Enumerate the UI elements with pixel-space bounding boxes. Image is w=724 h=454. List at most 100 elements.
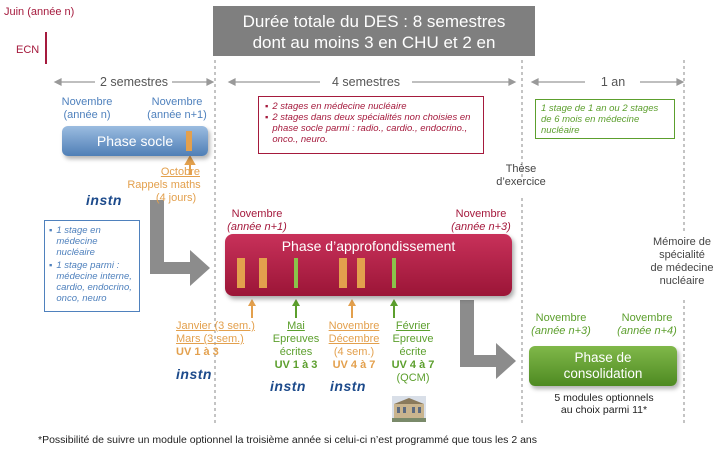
- ue-col-2: Mai Epreuves écrites UV 1 à 3: [266, 320, 326, 372]
- appro-marker-2: [259, 258, 267, 288]
- ue-col1-line-1: Janvier (3 sem.): [176, 320, 255, 332]
- appro-start-line-2: (année n+1): [227, 221, 287, 233]
- socle-end-line-2: (année n+1): [147, 109, 207, 121]
- socle-end-line-1: Novembre: [151, 96, 203, 108]
- these-line-1: Thèse: [505, 163, 537, 175]
- appro-end-line-1: Novembre: [455, 208, 507, 220]
- appro-start-line-1: Novembre: [231, 208, 283, 220]
- flow-arrow-2: [460, 300, 516, 379]
- conso-end-line-1: Novembre: [621, 312, 673, 324]
- rappels-label: Rappels maths: [127, 179, 201, 191]
- socle-stages-box: ▪1 stage en médecine nucléaire ▪1 stage …: [44, 220, 140, 312]
- memoire-specialite: Mémoire de spécialité de médecine nucléa…: [640, 236, 724, 288]
- ue-col2-line-3: écrites: [279, 346, 313, 358]
- period1-arrow-left: [53, 78, 62, 86]
- socle-stage-item-2: ▪1 stage parmi : médecine interne, cardi…: [49, 260, 132, 304]
- period3-arrow-left: [530, 78, 539, 86]
- conso-start-line-1: Novembre: [535, 312, 587, 324]
- period-label-1: 2 semestres: [99, 75, 169, 89]
- appro-marker-6: [392, 258, 396, 288]
- socle-start-line-2: (année n): [63, 109, 111, 121]
- juin-label: Juin (année n): [4, 6, 75, 18]
- ue-col4-line-4: UV 4 à 7: [391, 359, 435, 371]
- appro-stage-item-2: ▪2 stages dans deux spécialités non choi…: [265, 112, 471, 145]
- ue-arrow-4-head: [390, 299, 398, 306]
- appro-stage-item-1: ▪2 stages en médecine nucléaire: [265, 101, 407, 112]
- period2-arrow-left: [227, 78, 236, 86]
- ue-col2-line-1: Mai: [287, 320, 305, 332]
- phase-conso-line-2: consolidation: [563, 366, 643, 381]
- period3-arrow-right: [676, 78, 685, 86]
- ue-col4-line-2: Epreuve: [392, 333, 434, 345]
- appro-end-date: Novembre (année n+3): [444, 208, 518, 234]
- phase-conso-line-1: Phase de: [574, 350, 632, 365]
- ue-col1-line-2: Mars (3 sem.): [176, 333, 244, 345]
- duration-banner: Durée totale du DES : 8 semestres dont a…: [213, 6, 535, 73]
- socle-start-date: Novembre (année n): [52, 96, 122, 122]
- instn-logo-1: instn: [86, 192, 122, 208]
- modules-line-2: au choix parmi 11*: [560, 404, 648, 416]
- ue-col-1: Janvier (3 sem.) Mars (3 sem.) UV 1 à 3: [176, 320, 256, 359]
- appro-stages-box: ▪2 stages en médecine nucléaire ▪2 stage…: [258, 96, 484, 154]
- memoire-line-1: Mémoire de: [652, 236, 712, 248]
- university-building-image: [392, 396, 426, 422]
- appro-marker-3: [294, 258, 298, 288]
- jours-label: (4 jours): [155, 192, 197, 204]
- period1-arrow-right: [206, 78, 215, 86]
- instn-logo-3: instn: [270, 378, 306, 394]
- ue-col1-line-3: UV 1 à 3: [176, 346, 219, 358]
- conso-end-line-2: (année n+4): [617, 325, 677, 337]
- ue-col-3: Novembre Décembre (4 sem.) UV 4 à 7: [325, 320, 383, 372]
- ue-col4-line-1: Février: [395, 320, 431, 332]
- phase-appro-label: Phase d’approfondissement: [281, 238, 456, 254]
- conso-start-date: Novembre (année n+3): [524, 312, 598, 338]
- appro-marker-4: [339, 258, 347, 288]
- socle-stage-item-1: ▪1 stage en médecine nucléaire: [49, 225, 101, 258]
- ue-col-4: Février Epreuve écrite UV 4 à 7 (QCM): [384, 320, 442, 385]
- socle-orange-marker: [186, 131, 192, 151]
- banner-line-2: dont au moins 3 en CHU et 2 en périphéri…: [252, 33, 496, 73]
- ue-arrow-1-head: [248, 299, 256, 306]
- these-line-2: d’exercice: [496, 176, 546, 188]
- ue-arrow-2-head: [292, 299, 300, 306]
- conso-start-line-2: (année n+3): [531, 325, 591, 337]
- memoire-line-3: de médecine: [650, 262, 714, 274]
- phase-socle-bar: Phase socle: [62, 126, 208, 156]
- phase-socle-label: Phase socle: [96, 133, 174, 149]
- conso-end-date: Novembre (année n+4): [610, 312, 684, 338]
- these-exercice: Thèse d’exercice: [488, 163, 554, 189]
- period2-arrow-right: [508, 78, 517, 86]
- modules-line-1: 5 modules optionnels: [554, 392, 654, 404]
- ue-col3-line-4: UV 4 à 7: [332, 359, 376, 371]
- octobre-arrow-head: [184, 154, 196, 165]
- ue-col3-line-3: (4 sem.): [333, 346, 375, 358]
- banner-line-1: Durée totale du DES : 8 semestres: [242, 12, 506, 31]
- octobre-label: Octobre: [160, 166, 200, 178]
- ue-col2-line-4: UV 1 à 3: [274, 359, 318, 371]
- ue-col4-line-5: (QCM): [396, 372, 430, 384]
- ue-col2-line-2: Epreuves: [272, 333, 320, 345]
- instn-logo-2: instn: [176, 366, 212, 382]
- appro-marker-1: [237, 258, 245, 288]
- appro-start-date: Novembre (année n+1): [220, 208, 294, 234]
- footnote: *Possibilité de suivre un module optionn…: [38, 434, 538, 446]
- appro-end-line-2: (année n+3): [451, 221, 511, 233]
- phase-appro-bar: Phase d’approfondissement: [225, 234, 512, 296]
- ecn-marker: [45, 32, 47, 64]
- memoire-line-2: spécialité: [659, 249, 705, 261]
- ue-col4-line-3: écrite: [399, 346, 427, 358]
- socle-end-date: Novembre (année n+1): [142, 96, 212, 122]
- conso-stages-text: 1 stage de 1 an ou 2 stages de 6 mois en…: [541, 103, 659, 136]
- ue-col3-line-1: Novembre: [328, 320, 380, 332]
- period-label-3: 1 an: [600, 75, 626, 89]
- modules-optionnels: 5 modules optionnels au choix parmi 11*: [528, 392, 680, 416]
- rappels-maths: Octobre Rappels maths (4 jours): [118, 166, 210, 205]
- ecn-label: ECN: [16, 44, 40, 56]
- socle-start-line-1: Novembre: [61, 96, 113, 108]
- instn-logo-4: instn: [330, 378, 366, 394]
- ue-arrow-3-head: [348, 299, 356, 306]
- memoire-line-4: nucléaire: [659, 275, 705, 287]
- conso-stages-box: 1 stage de 1 an ou 2 stages de 6 mois en…: [535, 99, 675, 139]
- appro-marker-5: [357, 258, 365, 288]
